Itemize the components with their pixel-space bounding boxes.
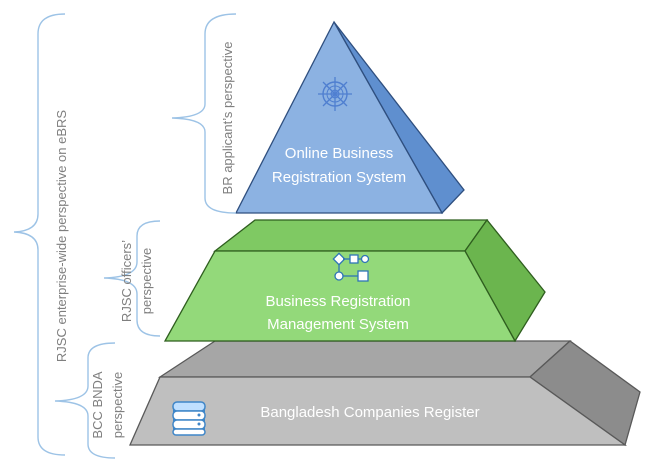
- ship-wheel-icon: [318, 77, 352, 111]
- top-layer-title-line1: Online Business: [285, 145, 393, 162]
- middle-layer: Business Registration Management System: [163, 218, 546, 343]
- middle-layer-title-line1: Business Registration: [265, 293, 410, 310]
- database-icon: [172, 401, 206, 436]
- workflow-icon: [332, 252, 370, 282]
- top-layer: Online Business Registration System: [234, 20, 465, 215]
- middle-layer-title-line2: Management System: [267, 316, 409, 333]
- applicant-brace: [171, 13, 237, 214]
- applicant-perspective-label: BR applicant’s perspective: [220, 42, 235, 195]
- top-pyramid-front-face: [234, 20, 444, 214]
- officers-perspective-label-line1: RJSC officers’: [119, 240, 134, 322]
- bottom-layer: Bangladesh Companies Register: [129, 340, 641, 447]
- top-layer-title-line2: Registration System: [272, 169, 406, 186]
- enterprise-perspective-label: RJSC enterprise-wide perspective on eBRS: [54, 110, 69, 362]
- enterprise-brace: [13, 13, 66, 456]
- officers-brace: [103, 220, 161, 337]
- middle-layer-front-face: [163, 250, 517, 342]
- middle-layer-top-face: [213, 219, 489, 252]
- officers-perspective-label-line2: perspective: [139, 248, 154, 314]
- bcc-perspective-label-line2: perspective: [110, 372, 125, 438]
- bcc-perspective-label-line1: BCC BNDA: [90, 371, 105, 439]
- bottom-layer-top-face: [157, 340, 572, 378]
- bottom-layer-title: Bangladesh Companies Register: [260, 404, 479, 421]
- bcc-brace: [54, 342, 116, 459]
- bottom-layer-front-face: [129, 376, 628, 446]
